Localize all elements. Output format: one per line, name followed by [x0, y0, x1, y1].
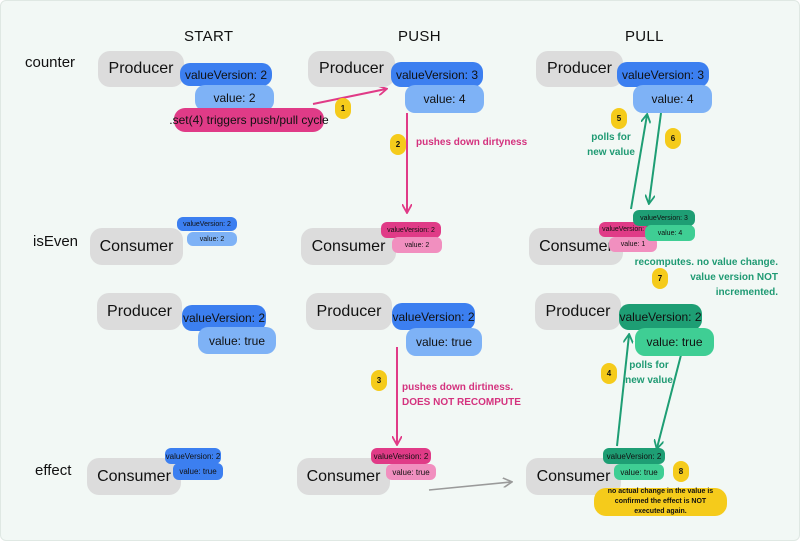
row-label-iseven: isEven [33, 233, 79, 250]
pull-counter-value: value: 4 [633, 85, 712, 113]
note-recomputes-line1: recomputes. no value change. [634, 257, 778, 268]
push-iseven-consumer: Consumer [301, 228, 396, 265]
push-iseven-prod-version: valueVersion: 2 [392, 303, 475, 330]
note-pushes-down-dirtyness: pushes down dirtyness [416, 135, 527, 150]
row-label-counter: counter [25, 54, 76, 71]
note-pushes-down-dirtiness-line2: DOES NOT RECOMPUTE [402, 397, 521, 408]
pull-iseven-new-version: valueVersion: 3 [633, 210, 695, 226]
step-badge-5: 5 [611, 108, 627, 129]
start-counter-value: value: 2 [195, 85, 274, 111]
pull-iseven-prod-value: value: true [635, 328, 714, 356]
pull-iseven-producer: Producer [535, 293, 621, 330]
note-polls-top: polls for new value [585, 130, 637, 160]
step-badge-8: 8 [673, 461, 689, 482]
pull-effect-value: value: true [614, 464, 664, 480]
note-polls-bottom-line1: polls for [629, 360, 669, 371]
pull-iseven-new-value: value: 4 [645, 225, 695, 241]
arrow-poll-iseven-to-counter [630, 115, 647, 210]
arrow-iseven-value-to-effect [657, 354, 682, 448]
step-badge-2: 2 [390, 134, 406, 155]
push-iseven-producer: Producer [306, 293, 392, 330]
pull-counter-producer: Producer [536, 51, 623, 87]
note-recomputes-line3: incremented. [715, 287, 778, 298]
push-iseven-version: valueVersion: 2 [381, 222, 441, 238]
push-effect-consumer: Consumer [297, 458, 390, 495]
note-recomputes: recomputes. no value change. value versi… [633, 255, 778, 300]
pull-effect-version: valueVersion: 2 [603, 448, 665, 464]
row-label-effect: effect [35, 462, 72, 479]
arrow-poll-effect-to-iseven [616, 335, 629, 447]
note-polls-top-line2: new value [587, 147, 635, 158]
start-counter-producer: Producer [98, 51, 184, 87]
start-counter-version: valueVersion: 2 [180, 63, 272, 86]
step-badge-3: 3 [371, 370, 387, 391]
step-badge-6: 6 [665, 128, 681, 149]
start-iseven-value: value: 2 [187, 232, 237, 246]
final-note: no actual change in the value is confirm… [594, 488, 727, 516]
set-trigger-label: .set(4) triggers push/pull cycle [169, 108, 329, 132]
start-iseven-prod-value: value: true [198, 327, 276, 354]
arrow-trigger-to-push [312, 89, 386, 105]
start-effect-consumer: Consumer [87, 458, 181, 495]
note-pushes-down-dirtyness-text: pushes down dirtyness [416, 137, 528, 148]
column-header-push: PUSH [398, 28, 441, 45]
pull-iseven-prod-version: valueVersion: 2 [619, 304, 702, 330]
start-iseven-version: valueVersion: 2 [177, 217, 237, 231]
push-effect-version: valueVersion: 2 [371, 448, 431, 464]
push-counter-producer: Producer [308, 51, 395, 87]
start-iseven-prod-version: valueVersion: 2 [182, 305, 266, 331]
arrow-effect-to-pull [428, 482, 511, 491]
note-pushes-down-dirtiness: pushes down dirtiness. DOES NOT RECOMPUT… [402, 380, 521, 410]
pull-counter-version: valueVersion: 3 [617, 62, 709, 87]
push-iseven-value: value: 2 [392, 237, 442, 253]
push-counter-value: value: 4 [405, 85, 484, 113]
start-iseven-producer: Producer [97, 293, 182, 330]
start-effect-version: valueVersion: 2 [165, 448, 221, 464]
note-pushes-down-dirtiness-line1: pushes down dirtiness. [402, 382, 514, 393]
step-badge-4: 4 [601, 363, 617, 384]
step-badge-7: 7 [652, 268, 668, 289]
note-recomputes-line2: value version NOT [690, 272, 778, 283]
arrow-counter-value-to-iseven [649, 112, 662, 203]
push-iseven-prod-value: value: true [406, 328, 482, 356]
start-effect-value: value: true [173, 463, 223, 480]
step-badge-1: 1 [335, 98, 351, 119]
column-header-start: START [184, 28, 234, 45]
start-iseven-consumer: Consumer [90, 228, 183, 265]
note-polls-bottom: polls for new value [623, 358, 675, 388]
pull-iseven-old-value: value: 1 [609, 237, 657, 252]
column-header-pull: PULL [625, 28, 664, 45]
note-polls-top-line1: polls for [591, 132, 631, 143]
note-polls-bottom-line2: new value [625, 375, 673, 386]
push-counter-version: valueVersion: 3 [391, 62, 483, 87]
push-effect-value: value: true [386, 464, 436, 480]
